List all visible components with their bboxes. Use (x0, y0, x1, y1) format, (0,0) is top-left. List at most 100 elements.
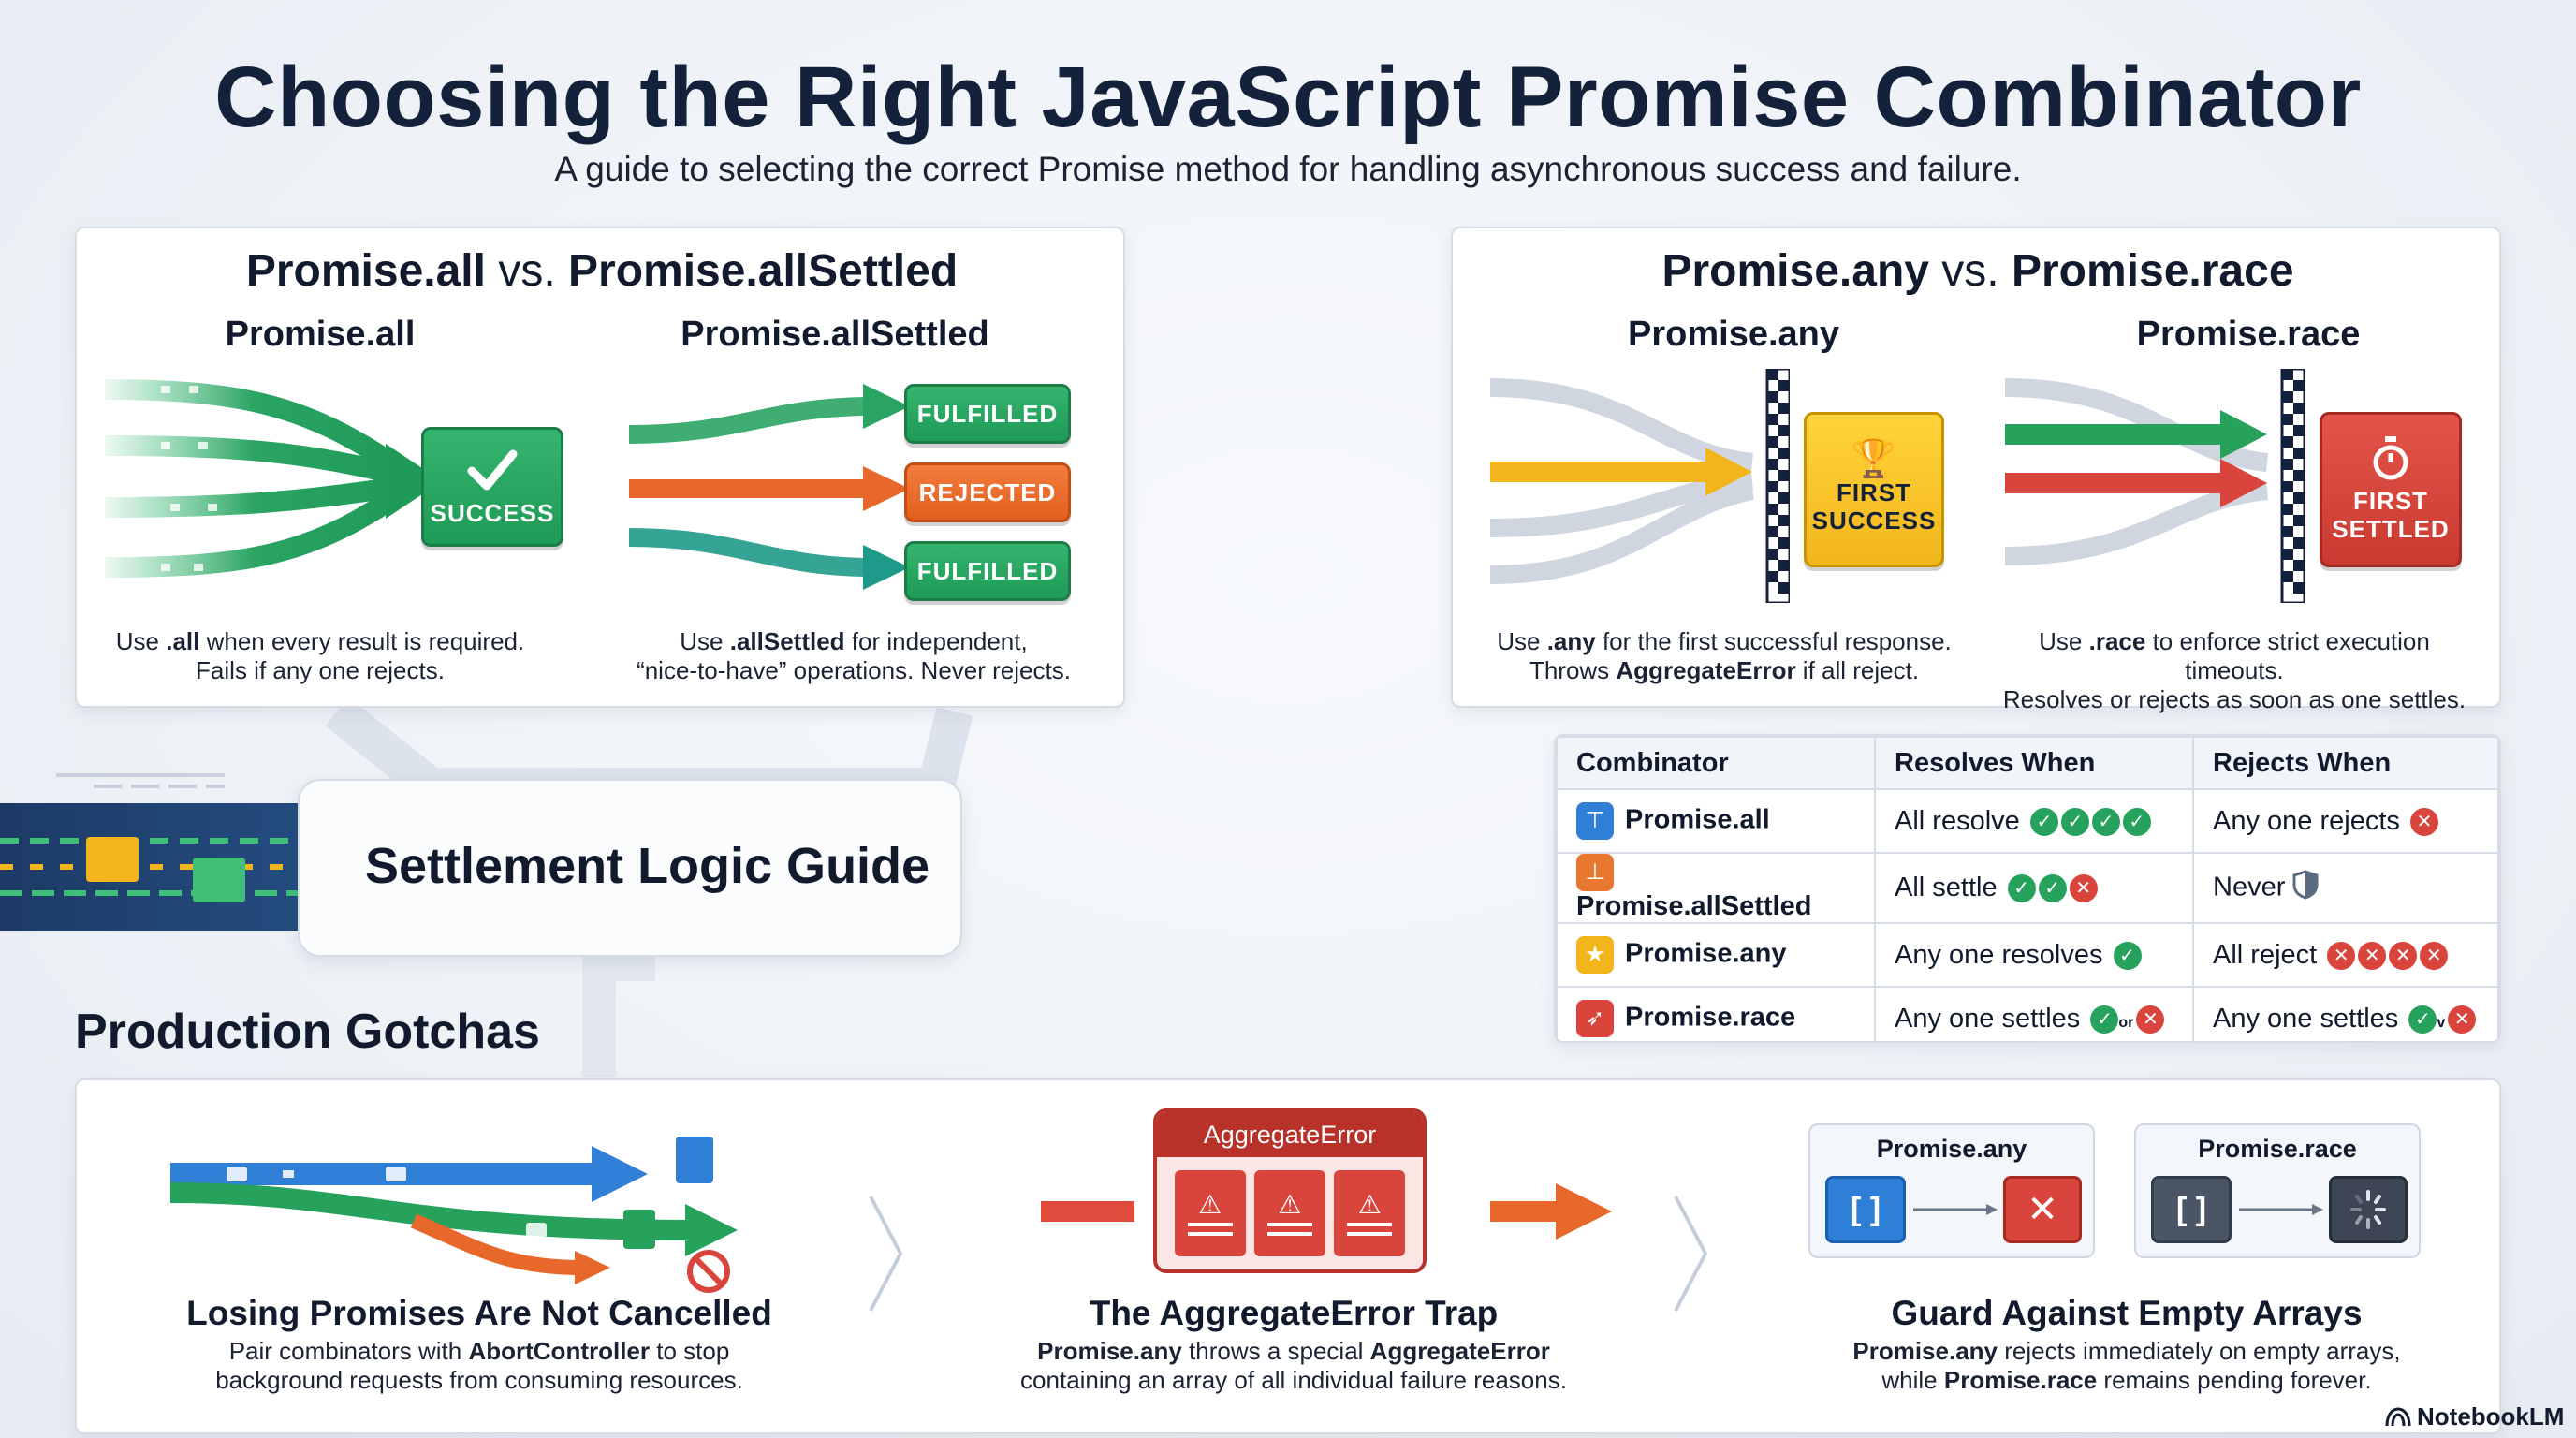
resolves-text: All resolve (1895, 805, 2020, 836)
stream-graphic (0, 837, 318, 902)
hierarchy-icon: ⊤ (1576, 802, 1614, 840)
rejects-text: Any one rejects (2213, 805, 2400, 836)
gtext-part: remains pending forever. (2097, 1366, 2372, 1394)
title-part-b: Promise.allSettled (568, 246, 959, 296)
rejects-text: All reject (2213, 939, 2318, 970)
gtext-bold: AggregateError (1369, 1337, 1550, 1365)
any-streams (1490, 369, 1790, 603)
v-word: v (2437, 1014, 2446, 1031)
gtext-part: Pair combinators with (228, 1337, 469, 1365)
arrow-right-icon (1913, 1204, 1998, 1215)
cell-rejects: All reject ✕✕✕✕ (2192, 922, 2499, 988)
aggregate-error-box: AggregateError ⚠ ⚠ ⚠ (1153, 1108, 1427, 1273)
cell-rejects: Any one settles ✓v✕ (2192, 986, 2499, 1041)
gtext-part: while (1881, 1366, 1944, 1394)
cap-text: for independent, (844, 627, 1028, 655)
notebooklm-logo-icon (2385, 1406, 2411, 1426)
gtext-bold: Promise.any (1852, 1337, 1998, 1365)
gotcha-title-3: Guard Against Empty Arrays (1891, 1294, 2363, 1332)
resolves-text: Any one settles (1895, 1003, 2081, 1034)
x-icon: ✕ (2136, 1005, 2165, 1034)
empty-array-any-panel: Promise.any [ ] ✕ (1808, 1123, 2095, 1258)
header-resolves: Resolves When (1874, 736, 2194, 790)
gotchas-heading: Production Gotchas (75, 1005, 540, 1059)
stopwatch-icon (2373, 436, 2408, 480)
empty-array-icon: [ ] (1825, 1176, 1906, 1243)
losing-promises-graphic (170, 1137, 738, 1293)
fulfilled-badge-1: FULFILLED (904, 384, 1071, 444)
checkmark-icon (467, 449, 518, 490)
check-icon: ✓ (2007, 874, 2036, 903)
page-subtitle: A guide to selecting the correct Promise… (554, 150, 2022, 188)
promise-all-caption: Use .all when every result is required. … (114, 627, 526, 685)
badge-line1: FIRST (1836, 478, 1912, 506)
gtext-part: rejects immediately on empty arrays, (1998, 1337, 2401, 1365)
table-header-row: Combinator Resolves When Rejects When (1556, 736, 2499, 790)
promise-race-heading: Promise.race (2136, 315, 2361, 354)
row-name: Promise.allSettled (1576, 891, 1812, 921)
cell-combinator: ⊥Promise.allSettled (1556, 852, 1876, 924)
combinator-table: Combinator Resolves When Rejects When ⊤ P… (1556, 736, 2499, 1041)
settlement-guide-banner: Settlement Logic Guide (298, 779, 962, 957)
cell-combinator: ★Promise.any (1556, 922, 1876, 988)
promise-all-heading: Promise.all (225, 315, 416, 354)
combinator-table-panel: Combinator Resolves When Rejects When ⊤ P… (1554, 734, 2501, 1043)
cap-text: Use (115, 627, 167, 655)
badge-line2: SUCCESS (1811, 506, 1937, 535)
reject-x-icon: ✕ (2003, 1176, 2082, 1243)
x-icon: ✕ (2448, 1005, 2477, 1034)
race-streams (2005, 369, 2305, 603)
gotcha-text-1: Pair combinators with AbortController to… (133, 1337, 826, 1395)
rejects-text: Any one settles (2213, 1003, 2399, 1034)
cap-bold: AggregateError (1616, 656, 1796, 684)
cell-resolves: All resolve ✓✓✓✓ (1874, 788, 2194, 854)
title-part-b: Promise.race (2011, 246, 2294, 296)
arrow-right-icon (2239, 1204, 2323, 1215)
cap-line2: Fails if any one rejects. (196, 656, 445, 684)
table-row: ➶Promise.race Any one settles ✓or✕ Any o… (1556, 986, 2499, 1041)
promise-any-heading: Promise.any (1628, 315, 1839, 354)
title-part-a: Promise.all (245, 246, 486, 296)
x-icon: ✕ (2069, 874, 2098, 903)
or-word: or (2118, 1014, 2134, 1031)
cell-resolves: All settle ✓✓✕ (1874, 852, 2194, 924)
check-icon: ✓ (2029, 807, 2058, 836)
fulfilled-badge-2: FULFILLED (904, 541, 1071, 601)
error-card-icon: ⚠ (1334, 1170, 1406, 1256)
resolves-text: All settle (1895, 873, 1998, 902)
all-vs-allsettled-title: Promise.all vs. Promise.allSettled (77, 245, 1127, 297)
success-badge: SUCCESS (421, 427, 564, 547)
cap-bold: .all (166, 627, 200, 655)
trophy-icon: 🏆 (1850, 438, 1898, 479)
empty-array-race-panel: Promise.race [ ] (2134, 1123, 2421, 1258)
gtext-part: throws a special (1181, 1337, 1370, 1365)
promise-allsettled-caption: Use .allSettled for independent, “nice-t… (620, 627, 1088, 685)
title-vs: vs. (1941, 246, 1999, 296)
first-settled-badge: FIRST SETTLED (2320, 412, 2462, 567)
cap-text: Use (2039, 627, 2089, 655)
cap-text: to enforce strict execution timeouts. (2145, 627, 2430, 684)
success-badge-label: SUCCESS (430, 498, 555, 527)
x-icon: ✕ (2389, 941, 2418, 970)
cap-text: if all reject. (1795, 656, 1920, 684)
gotcha-text-2: Promise.any throws a special AggregateEr… (947, 1337, 1640, 1395)
gotcha-title-1: Losing Promises Are Not Cancelled (186, 1294, 772, 1332)
aggregate-error-label: AggregateError (1157, 1112, 1423, 1157)
cell-resolves: Any one resolves ✓ (1874, 922, 2194, 988)
gotchas-panel: Losing Promises Are Not Cancelled Pair c… (75, 1078, 2501, 1434)
error-card-icon: ⚠ (1253, 1170, 1325, 1256)
title-part-a: Promise.any (1661, 246, 1929, 296)
page-title: Choosing the Right JavaScript Promise Co… (214, 50, 2362, 145)
rocket-icon: ➶ (1576, 1000, 1614, 1037)
any-vs-race-title: Promise.any vs. Promise.race (1453, 245, 2503, 297)
rejects-text: Never (2213, 872, 2286, 902)
empty-array-icon: [ ] (2151, 1176, 2232, 1243)
resolves-text: Any one resolves (1895, 939, 2103, 970)
row-name: Promise.race (1625, 1002, 1796, 1033)
x-icon: ✕ (2358, 941, 2387, 970)
all-converging-streams (105, 379, 442, 578)
header-rejects: Rejects When (2192, 736, 2499, 790)
cap-text: when every result is required. (199, 627, 525, 655)
aggregate-error-graphic (1041, 1183, 1612, 1240)
table-row: ⊥Promise.allSettled All settle ✓✓✕ Never (1556, 852, 2499, 924)
